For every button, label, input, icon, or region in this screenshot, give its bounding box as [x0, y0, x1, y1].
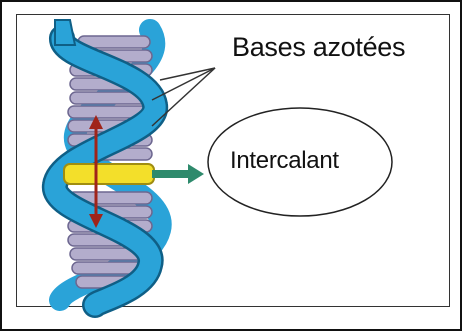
dna-backbone-top-end	[55, 20, 75, 45]
right-arrow-icon	[152, 164, 204, 184]
bases-azotees-label: Bases azotées	[232, 32, 452, 63]
intercalant-molecule	[64, 164, 154, 184]
intercalant-label: Intercalant	[230, 147, 390, 175]
